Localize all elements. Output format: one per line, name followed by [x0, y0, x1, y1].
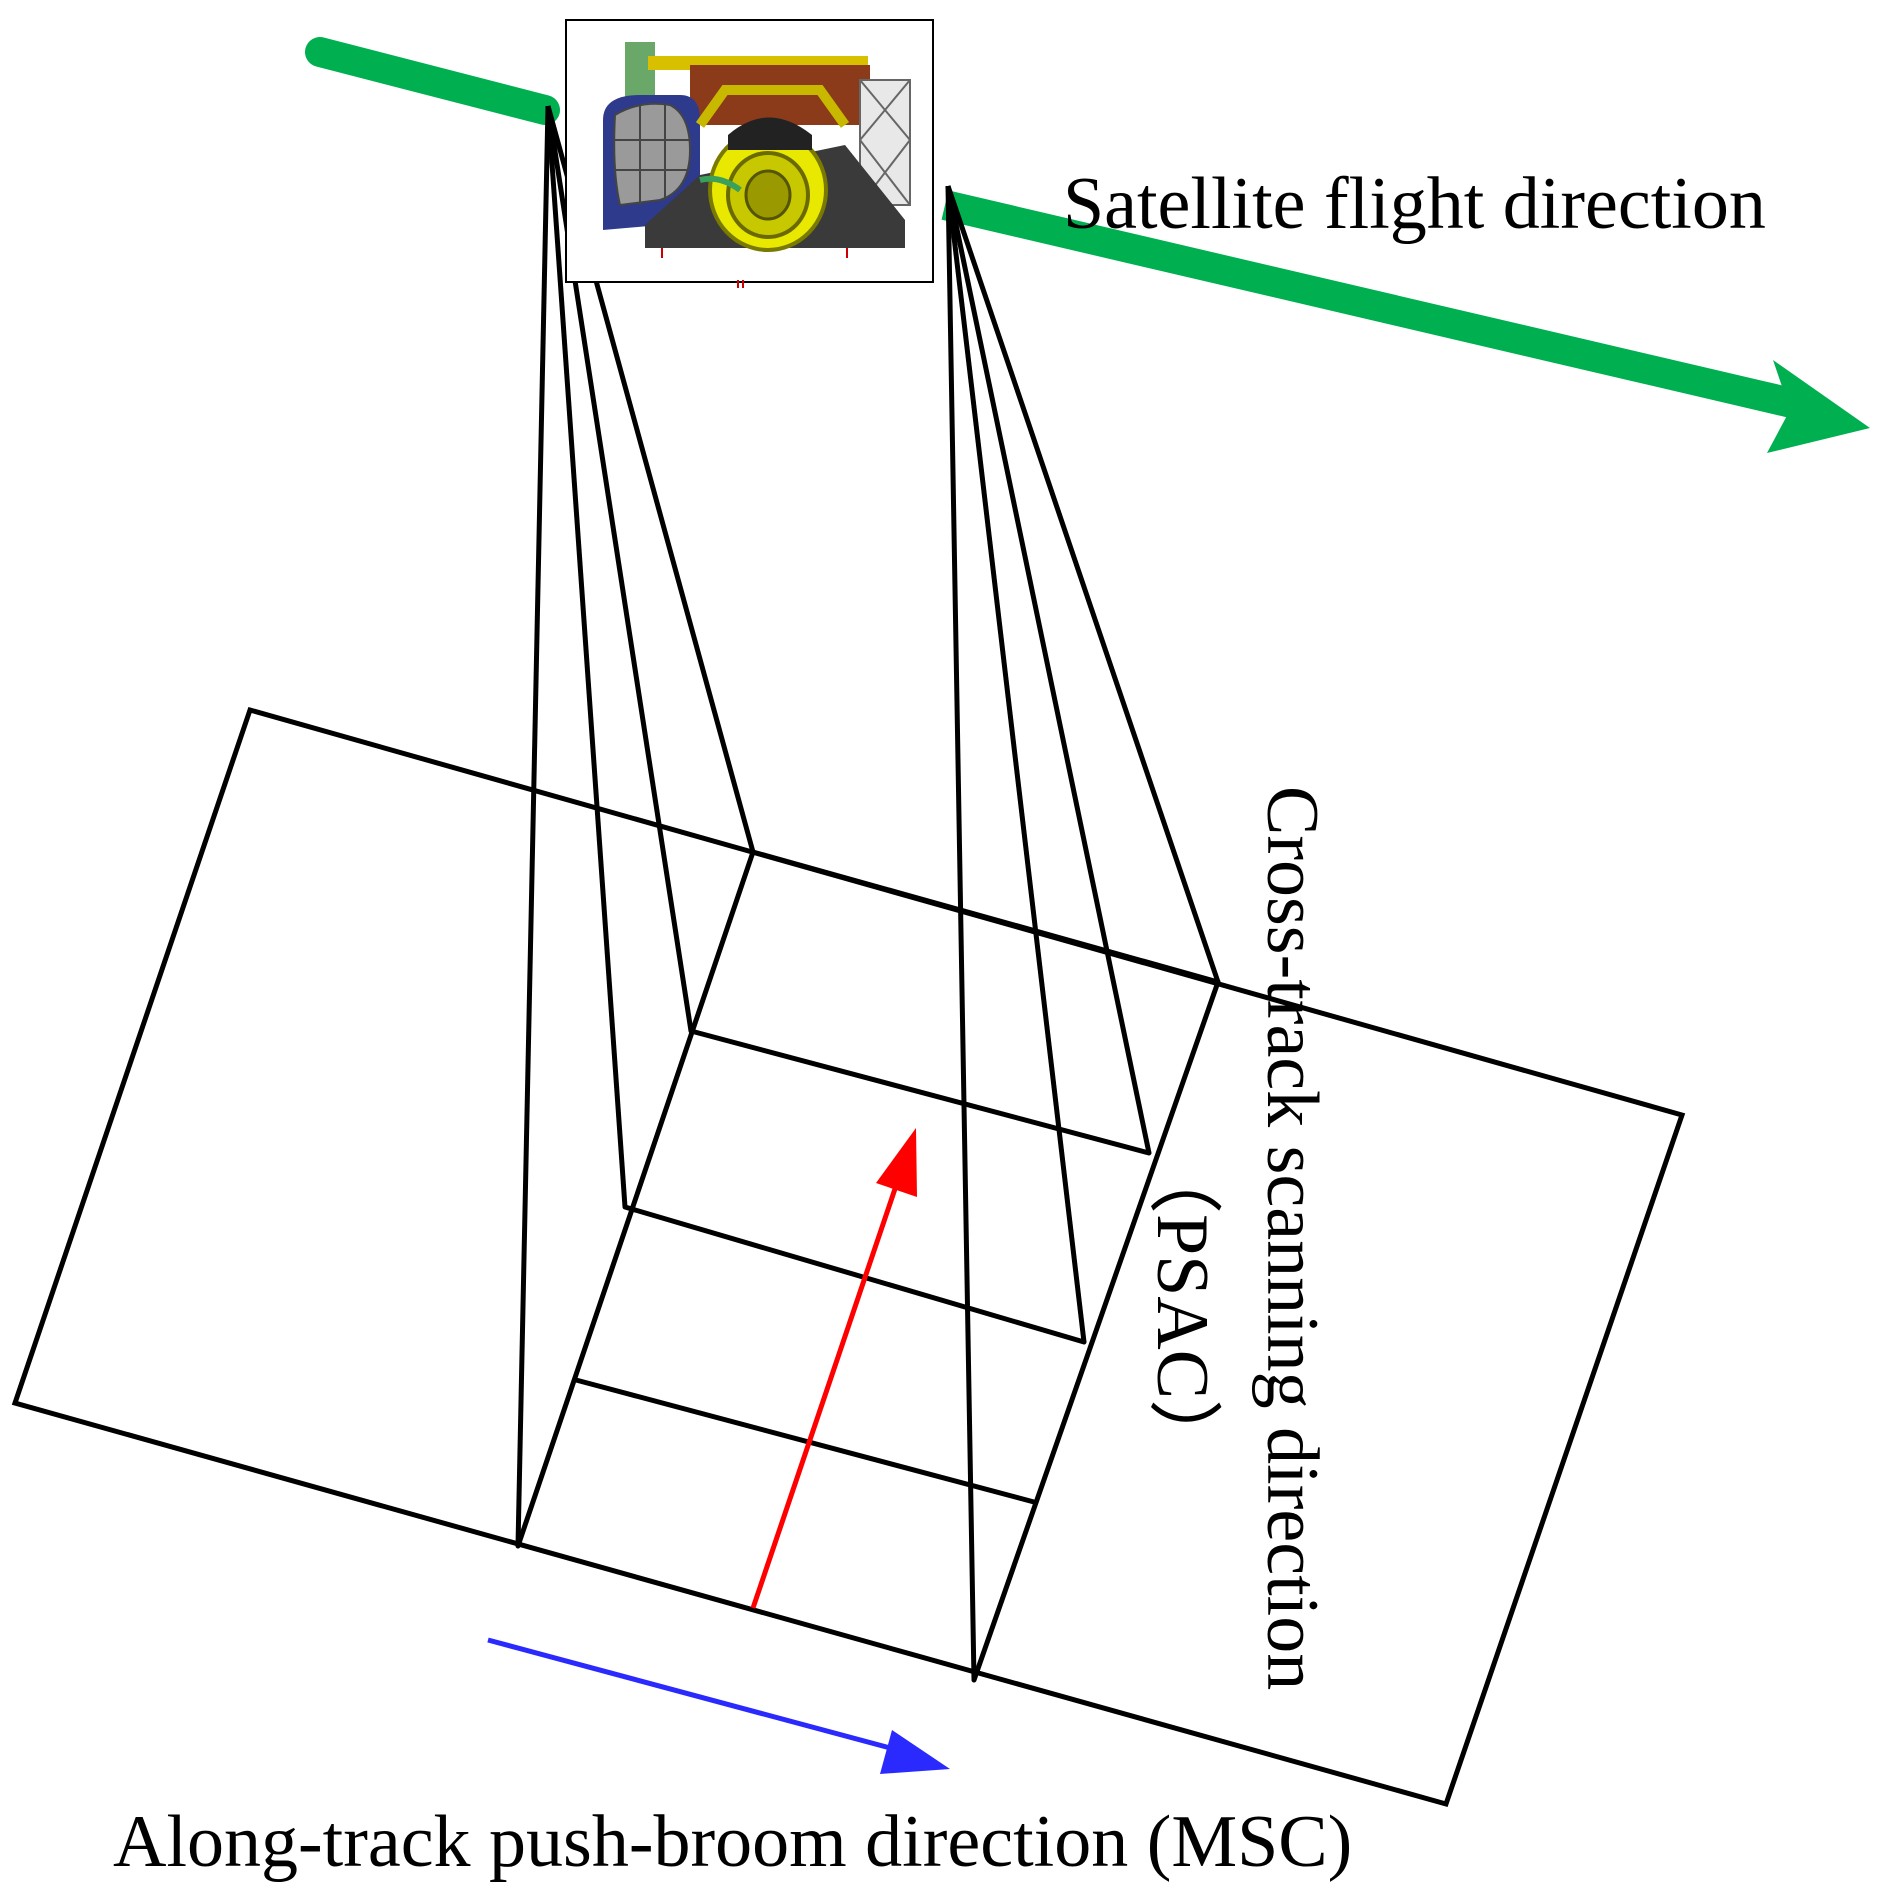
- right-beam-1: [945, 185, 977, 1681]
- right-beam-4: [945, 185, 1221, 983]
- footprint-lines: [515, 849, 1221, 1683]
- sat-green-frame: [625, 42, 655, 102]
- cross-track-label: Cross-track scanning direction: [1251, 786, 1333, 1690]
- left-sensor-beams: [515, 105, 756, 1547]
- along-track-label: Along-track push-broom direction (MSC): [113, 1801, 1352, 1883]
- cross-track-arrow-head: [876, 1128, 917, 1197]
- satellite-payload-icon: [565, 19, 934, 288]
- flight-direction-arrow: [305, 37, 1870, 453]
- footprint-right-edge: [971, 979, 1221, 1683]
- right-sensor-beams: [945, 185, 1221, 1681]
- cross-track-arrow: [750, 1128, 917, 1609]
- along-track-arrow-head: [880, 1730, 950, 1774]
- ground-swath-outline: [11, 706, 1686, 1808]
- footprint-row-3: [622, 1204, 1087, 1345]
- along-track-arrow-shaft: [487, 1637, 906, 1755]
- right-beam-3: [945, 185, 1152, 1154]
- footprint-top-edge: [750, 849, 1221, 985]
- cross-track-arrow-shaft: [750, 1179, 901, 1609]
- left-beam-2: [545, 105, 628, 1208]
- along-track-arrow: [487, 1637, 950, 1774]
- sat-black-cap: [728, 117, 812, 150]
- cross-track-psac-label: （PSAC）: [1141, 1140, 1223, 1473]
- flight-arrow-shaft-right: [941, 190, 1804, 420]
- flight-arrow-shaft: [305, 37, 560, 125]
- left-beam-1: [515, 105, 551, 1547]
- flight-direction-label: Satellite flight direction: [1063, 163, 1766, 245]
- flight-arrow-head: [1767, 360, 1870, 453]
- footprint-row-4: [573, 1377, 1037, 1505]
- right-beam-2: [945, 185, 1087, 1343]
- footprint-row-2: [688, 1028, 1152, 1156]
- footprint-left-edge: [515, 849, 756, 1549]
